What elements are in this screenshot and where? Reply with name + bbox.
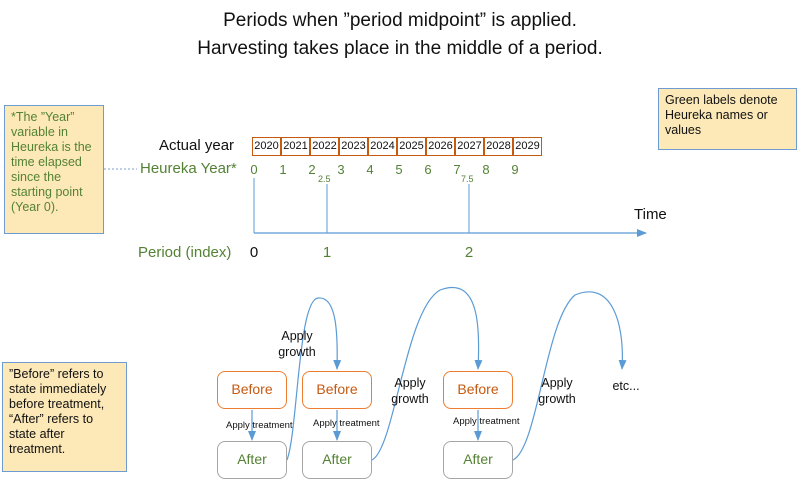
after-state-box: After bbox=[443, 441, 513, 479]
actual-year-cell: 2027 bbox=[455, 137, 484, 156]
before-state-box: Before bbox=[302, 371, 372, 409]
heureka-year-value: 8 bbox=[482, 162, 490, 177]
note-year-variable: *The ”Year” variable in Heureka is the t… bbox=[4, 105, 104, 234]
heureka-year-label: Heureka Year* bbox=[140, 160, 237, 177]
period-index-value: 0 bbox=[249, 244, 259, 261]
apply-treatment-label: Apply treatment bbox=[313, 418, 380, 429]
apply-growth-label: Apply growth bbox=[538, 376, 576, 406]
heureka-year-value: 6 bbox=[424, 162, 432, 177]
apply-growth-label: Apply growth bbox=[278, 329, 316, 359]
apply-treatment-label: Apply treatment bbox=[226, 420, 293, 431]
before-state-box: Before bbox=[217, 371, 287, 409]
heureka-year-value: 7 bbox=[453, 162, 461, 177]
actual-year-cell: 2020 bbox=[252, 137, 281, 156]
apply-growth-label: Apply growth bbox=[391, 376, 429, 406]
note-before-after: ”Before” refers to state immediately bef… bbox=[2, 362, 127, 472]
heureka-year-value: 3 bbox=[337, 162, 345, 177]
actual-year-cell: 2023 bbox=[339, 137, 368, 156]
time-label: Time bbox=[634, 206, 667, 223]
heureka-year-value: 2 bbox=[308, 162, 316, 177]
actual-year-cell: 2028 bbox=[484, 137, 513, 156]
after-state-box: After bbox=[302, 441, 372, 479]
after-state-box: After bbox=[217, 441, 287, 479]
before-state-box: Before bbox=[443, 371, 513, 409]
heureka-year-value: 1 bbox=[279, 162, 287, 177]
actual-year-cell: 2025 bbox=[397, 137, 426, 156]
heureka-year-value: 9 bbox=[511, 162, 519, 177]
period-index-value: 1 bbox=[322, 244, 332, 261]
title-line-2: Harvesting takes place in the middle of … bbox=[197, 38, 603, 59]
actual-year-label: Actual year bbox=[159, 137, 235, 154]
period-index-value: 2 bbox=[464, 244, 474, 261]
etc-label: etc... bbox=[612, 379, 640, 393]
period-index-label: Period (index) bbox=[138, 244, 232, 261]
midpoint-label: 7.5 bbox=[461, 174, 474, 184]
actual-year-cell: 2022 bbox=[310, 137, 339, 156]
actual-year-cell: 2021 bbox=[281, 137, 310, 156]
actual-year-cell: 2029 bbox=[513, 137, 542, 156]
actual-year-cell: 2026 bbox=[426, 137, 455, 156]
growth-arc-1 bbox=[286, 297, 342, 461]
heureka-year-value: 5 bbox=[395, 162, 403, 177]
heureka-year-value: 4 bbox=[366, 162, 374, 177]
title-line-1: Periods when ”period midpoint” is applie… bbox=[223, 10, 577, 31]
heureka-year-value: 0 bbox=[250, 162, 258, 177]
growth-arc-3 bbox=[512, 291, 627, 461]
actual-year-cell: 2024 bbox=[368, 137, 397, 156]
note-green-labels: Green labels denote Heureka names or val… bbox=[658, 88, 797, 150]
apply-treatment-label: Apply treatment bbox=[453, 416, 520, 427]
growth-arc-2 bbox=[371, 287, 483, 461]
midpoint-label: 2.5 bbox=[318, 174, 331, 184]
